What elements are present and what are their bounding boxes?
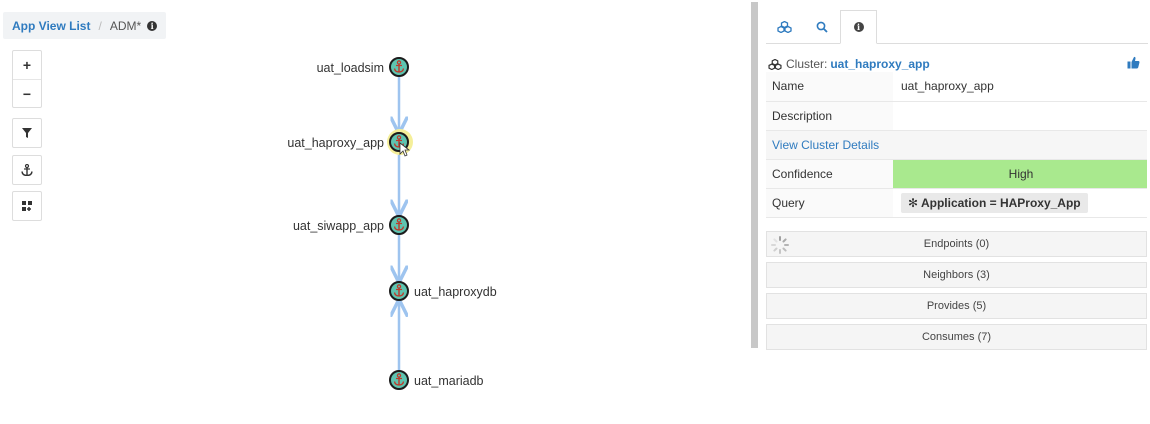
section-endpoints[interactable]: Endpoints (0) (766, 231, 1147, 257)
cluster-sections: Endpoints (0) Neighbors (3) Provides (5)… (766, 231, 1147, 355)
tab-info[interactable]: i (840, 10, 877, 44)
filter-tool (12, 118, 42, 148)
node-label[interactable]: uat_siwapp_app (293, 219, 384, 233)
name-value: uat_haproxy_app (893, 72, 1147, 102)
pin-icon (22, 201, 32, 211)
pane-splitter[interactable] (751, 2, 758, 348)
cluster-header: Cluster: uat_haproxy_app (768, 56, 1144, 72)
detail-row-description: Description (766, 101, 1147, 131)
view-cluster-details-link[interactable]: View Cluster Details (772, 137, 880, 152)
anchor-button[interactable] (13, 156, 41, 184)
details-tabbar: i (766, 10, 1148, 44)
pin-tool (12, 191, 42, 221)
section-provides[interactable]: Provides (5) (766, 293, 1147, 319)
anchor-icon (21, 164, 33, 176)
section-label: Consumes (7) (921, 331, 992, 343)
detail-row-view-link: View Cluster Details (766, 130, 1147, 160)
node-label[interactable]: uat_haproxy_app (287, 136, 384, 150)
section-label: Neighbors (3) (923, 269, 990, 281)
graph-node-uat-haproxydb[interactable]: uat_haproxydb (389, 281, 497, 301)
node-label[interactable]: uat_loadsim (317, 61, 384, 75)
loading-spinner-icon (771, 236, 789, 254)
node-label[interactable]: uat_haproxydb (414, 285, 497, 299)
cluster-details-table: Name uat_haproxy_app Description View Cl… (766, 72, 1147, 218)
info-icon: i (853, 22, 864, 32)
confidence-value: High (893, 159, 1147, 189)
thumbs-up-icon[interactable] (1127, 56, 1140, 69)
graph-node-uat-mariadb[interactable]: uat_mariadb (389, 370, 484, 390)
description-key: Description (766, 101, 893, 131)
section-neighbors[interactable]: Neighbors (3) (766, 262, 1147, 288)
graph-canvas-pane[interactable]: uat_loadsim uat_haproxy_app uat_siwapp_a… (0, 0, 750, 424)
graph-node-uat-siwapp-app[interactable]: uat_siwapp_app (293, 215, 409, 235)
breadcrumb-separator: / (98, 18, 102, 33)
search-icon (816, 21, 828, 33)
anchor-tool (12, 155, 42, 185)
detail-row-query: Query ✻ Application = HAProxy_App (766, 188, 1147, 218)
detail-row-name: Name uat_haproxy_app (766, 72, 1147, 102)
breadcrumb-app-view-list-link[interactable]: App View List (12, 18, 91, 33)
tab-cluster[interactable] (766, 10, 803, 44)
section-consumes[interactable]: Consumes (7) (766, 324, 1147, 350)
description-value[interactable] (893, 101, 1147, 131)
filter-button[interactable] (13, 119, 41, 147)
info-icon[interactable]: i (147, 20, 158, 31)
pin-button[interactable] (13, 192, 41, 220)
cluster-prefix: Cluster: (786, 57, 828, 71)
query-chip[interactable]: ✻ Application = HAProxy_App (901, 192, 1088, 213)
cluster-icon (768, 58, 782, 70)
graph-node-uat-loadsim[interactable]: uat_loadsim (317, 57, 409, 77)
query-key: Query (766, 188, 893, 218)
breadcrumb-current: ADM* (109, 18, 142, 33)
cluster-name-link[interactable]: uat_haproxy_app (830, 57, 930, 71)
app-dependency-graph[interactable]: uat_loadsim uat_haproxy_app uat_siwapp_a… (0, 0, 750, 424)
section-label: Endpoints (0) (923, 238, 990, 250)
filter-icon (22, 128, 32, 138)
zoom-controls: + − (12, 50, 42, 108)
cluster-icon (777, 21, 792, 33)
detail-row-confidence: Confidence High (766, 159, 1147, 189)
mouse-cursor (399, 142, 411, 157)
node-label[interactable]: uat_mariadb (414, 374, 484, 388)
name-key: Name (766, 72, 893, 102)
section-label: Provides (5) (926, 300, 987, 312)
tab-search[interactable] (803, 10, 840, 44)
zoom-in-button[interactable]: + (22, 57, 32, 73)
zoom-out-button[interactable]: − (13, 79, 41, 107)
details-panel: i Cluster: uat_haproxy_app Name uat_hapr… (758, 0, 1150, 424)
confidence-key: Confidence (766, 159, 893, 189)
breadcrumb: App View List / ADM* i (3, 12, 167, 39)
